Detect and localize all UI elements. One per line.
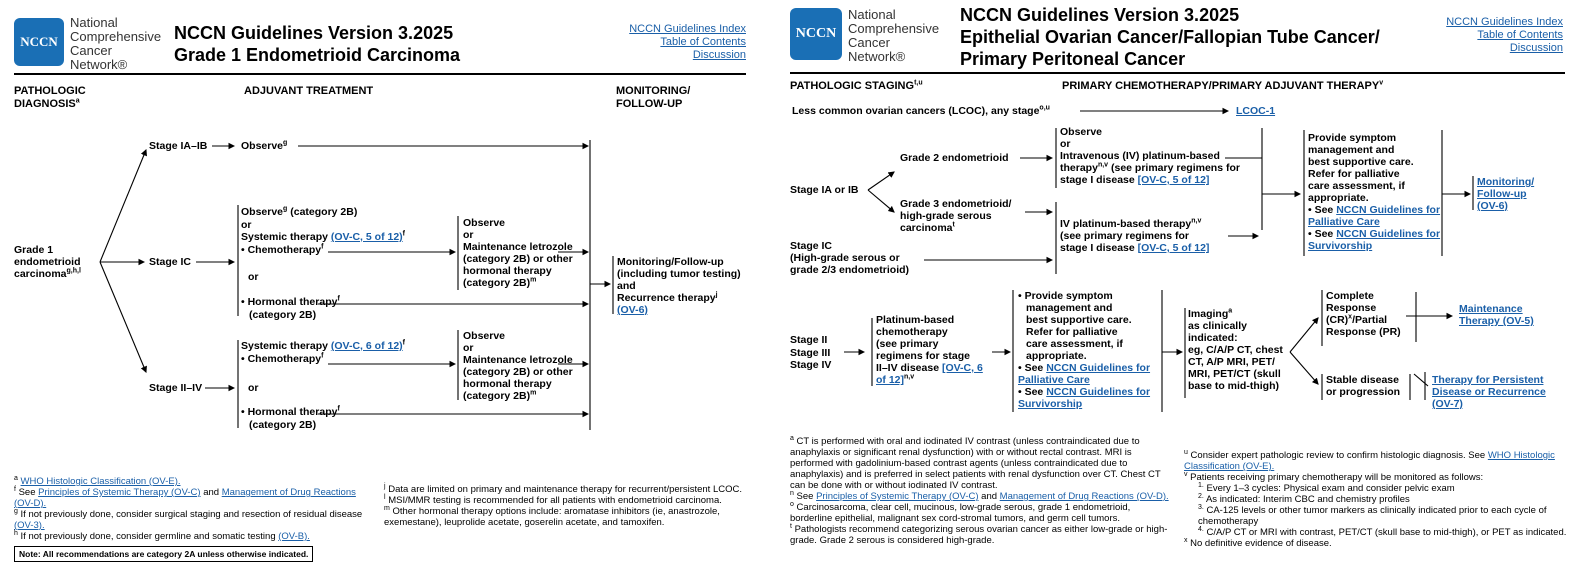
header-adj: ADJUVANT TREATMENT bbox=[244, 85, 374, 97]
survivorship-link-1[interactable]: NCCN Guidelines for Survivorship bbox=[1308, 228, 1441, 252]
discussion-link-right[interactable]: Discussion bbox=[1509, 42, 1563, 54]
nav-links-right: NCCN Guidelines Index Table of Contents … bbox=[1446, 16, 1563, 55]
header-rule bbox=[14, 73, 746, 75]
ic-or: or bbox=[248, 271, 259, 283]
header-primary: PRIMARY CHEMOTHERAPY/PRIMARY ADJUVANT TH… bbox=[1062, 79, 1384, 92]
monitor-link-right[interactable]: Monitoring/Follow-up(OV-6) bbox=[1477, 176, 1535, 212]
discussion-link[interactable]: Discussion bbox=[692, 49, 746, 61]
toc-link-right[interactable]: Table of Contents bbox=[1477, 29, 1563, 41]
survivorship-link-2[interactable]: NCCN Guidelines for Survivorship bbox=[1018, 386, 1151, 410]
category-note: Note: All recommendations are category 2… bbox=[14, 546, 314, 562]
guidelines-index-link-right[interactable]: NCCN Guidelines Index bbox=[1446, 16, 1563, 28]
header-rule-right bbox=[790, 72, 1565, 74]
adv-options: Systemic therapy (OV-C, 6 of 12)f • Chem… bbox=[241, 339, 405, 365]
right-flow-lines bbox=[844, 107, 1474, 412]
ovc5-link[interactable]: (OV-C, 5 of 12) bbox=[330, 231, 403, 243]
nccn-logo-right: NCCN bbox=[790, 8, 842, 60]
iv-platinum-box: IV platinum-based therapyn,v (see primar… bbox=[1060, 217, 1210, 255]
grade2-node: Grade 2 endometrioid bbox=[900, 152, 1009, 164]
ovc5-link-right-1[interactable]: [OV-C, 5 of 12] bbox=[1137, 174, 1210, 186]
left-footnotes-col1: a WHO Histologic Classification (OV-E). … bbox=[14, 474, 363, 542]
observe-iaib: Observeg bbox=[241, 139, 288, 153]
toc-link[interactable]: Table of Contents bbox=[660, 36, 746, 48]
right-footnotes-col2: u Consider expert pathologic review to c… bbox=[1184, 448, 1567, 549]
header-staging: PATHOLOGIC STAGINGt,u bbox=[790, 79, 923, 92]
lcoc-row: Less common ovarian cancers (LCOC), any … bbox=[792, 104, 1050, 118]
left-flow-lines bbox=[99, 140, 614, 430]
header-mon: MONITORING/FOLLOW-UP bbox=[616, 85, 691, 110]
ic-hormonal: • Hormonal therapyf (category 2B) bbox=[241, 295, 340, 321]
adv-or: or bbox=[248, 382, 259, 394]
stage-iaib-right: Stage IA or IB bbox=[790, 184, 859, 196]
stage-iaib: Stage IA–IB bbox=[149, 140, 208, 152]
nccn-logo: NCCN bbox=[14, 18, 64, 66]
stage-ic: Stage IC bbox=[149, 256, 192, 268]
lcoc-link[interactable]: LCOC-1 bbox=[1236, 105, 1276, 117]
nav-links: NCCN Guidelines Index Table of Contents … bbox=[629, 23, 746, 62]
ovc6-link[interactable]: (OV-C, 6 of 12) bbox=[330, 340, 403, 352]
ov6-link[interactable]: (OV-6) bbox=[617, 304, 648, 316]
palliative-link-2[interactable]: NCCN Guidelines for Palliative Care bbox=[1018, 362, 1151, 386]
ic-options: Observeg (category 2B) or Systemic thera… bbox=[241, 205, 405, 256]
guidelines-index-link[interactable]: NCCN Guidelines Index bbox=[629, 23, 746, 35]
monitor-box: Monitoring/Follow-up(including tumor tes… bbox=[617, 256, 741, 316]
adv-hormonal: • Hormonal therapyf (category 2B) bbox=[241, 405, 340, 431]
ovc6-link-right[interactable]: [OV-C, 6 of 12] bbox=[876, 362, 983, 386]
palliative-link-1[interactable]: NCCN Guidelines for Palliative Care bbox=[1308, 204, 1441, 228]
ovc5-link-right-2[interactable]: [OV-C, 5 of 12] bbox=[1137, 242, 1210, 254]
left-footnotes-col2: j Data are limited on primary and mainte… bbox=[384, 482, 742, 528]
stage-iiiv: Stage II–IV bbox=[149, 382, 203, 394]
right-footnotes-col1: a CT is performed with oral and iodinate… bbox=[790, 434, 1169, 546]
